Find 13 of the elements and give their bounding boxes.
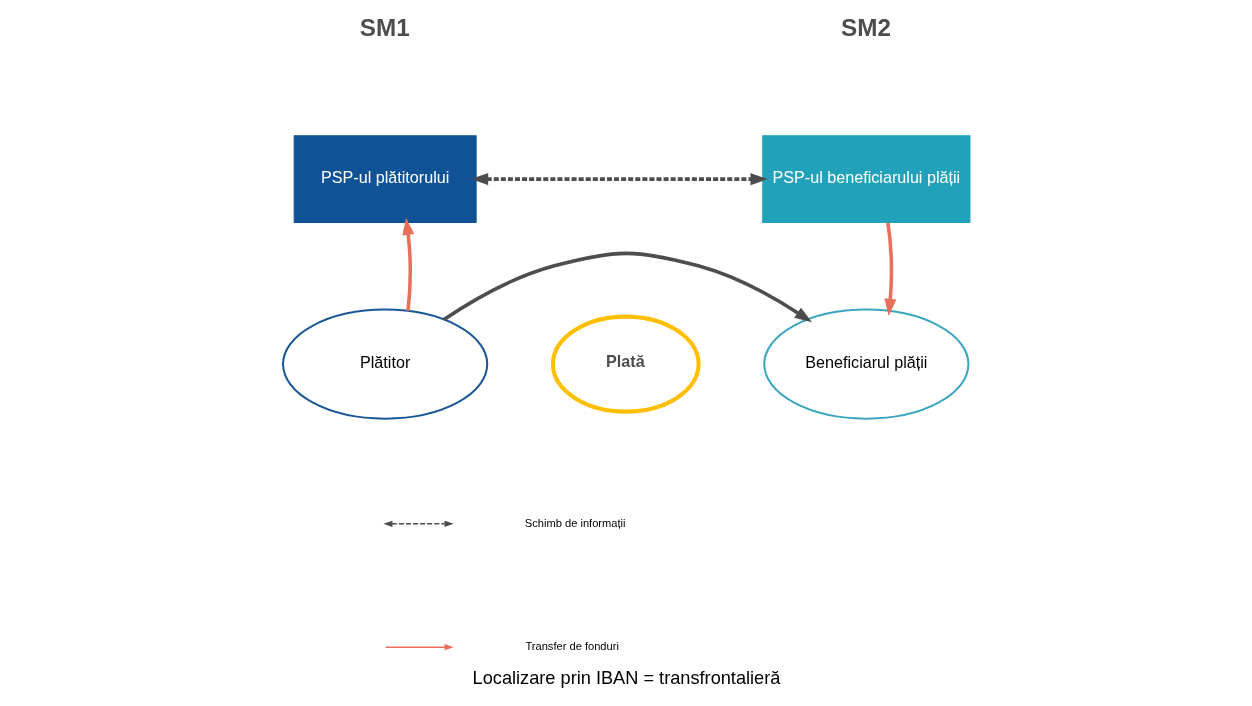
- label: SM1: [359, 13, 410, 41]
- node-ellipse: Plată: [550, 314, 701, 414]
- arrow: [442, 251, 812, 323]
- legend-label: Transfer de fonduri: [524, 640, 619, 653]
- caption: Localizare prin IBAN = transfrontalieră: [472, 667, 780, 688]
- node-box: PSP-ul beneficiarului plății: [761, 135, 970, 224]
- arrow: [470, 173, 768, 186]
- arrow: [883, 222, 896, 316]
- label: SM2: [840, 13, 891, 41]
- legend-label: Schimb de informații: [524, 516, 626, 529]
- node-box: PSP-ul plătitorului: [293, 135, 477, 224]
- node-ellipse: Plătitor: [281, 308, 488, 420]
- arrow: [401, 217, 414, 311]
